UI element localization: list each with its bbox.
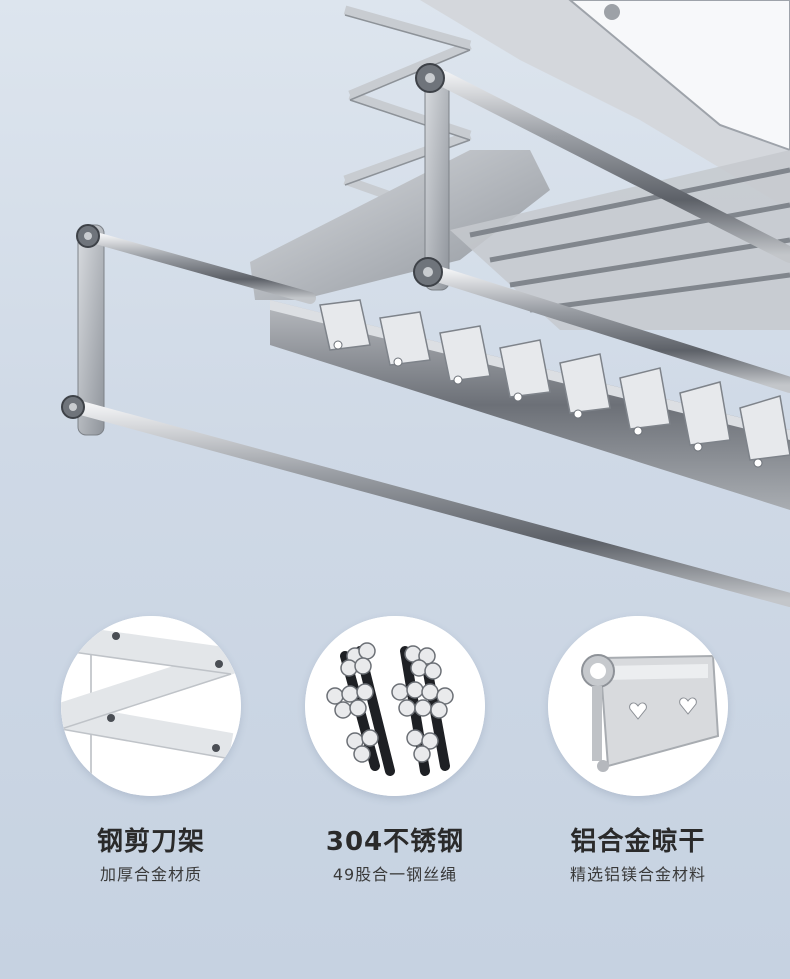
steel-wire-rope-icon [305, 616, 485, 796]
feature-title: 铝合金晾干 [570, 827, 706, 857]
feature-image-circle [61, 616, 241, 796]
feature-subtitle: 精选铝镁合金材料 [569, 865, 706, 884]
feature-subtitle: 49股合一钢丝绳 [332, 865, 458, 884]
hanging-rods [63, 64, 790, 607]
feature-aluminum-profile: 铝合金晾干 精选铝镁合金材料 [538, 616, 738, 886]
mounting-plate [250, 150, 550, 300]
feature-title: 钢剪刀架 [96, 827, 205, 857]
drying-rack-product-image [61, 0, 790, 607]
feature-subtitle: 加厚合金材质 [99, 865, 202, 884]
ceiling-motor-box [420, 0, 790, 210]
aluminum-profile-icon [548, 616, 728, 796]
feature-scissor-frame: 钢剪刀架 加厚合金材质 [51, 616, 251, 886]
feature-title: 304不锈钢 [325, 827, 465, 857]
feature-image-circle [305, 616, 485, 796]
scissor-lift-icon [61, 616, 241, 796]
feature-steel-wire: 304不锈钢 49股合一钢丝绳 [295, 616, 495, 886]
feature-image-circle [548, 616, 728, 796]
rack-slats [319, 299, 790, 461]
